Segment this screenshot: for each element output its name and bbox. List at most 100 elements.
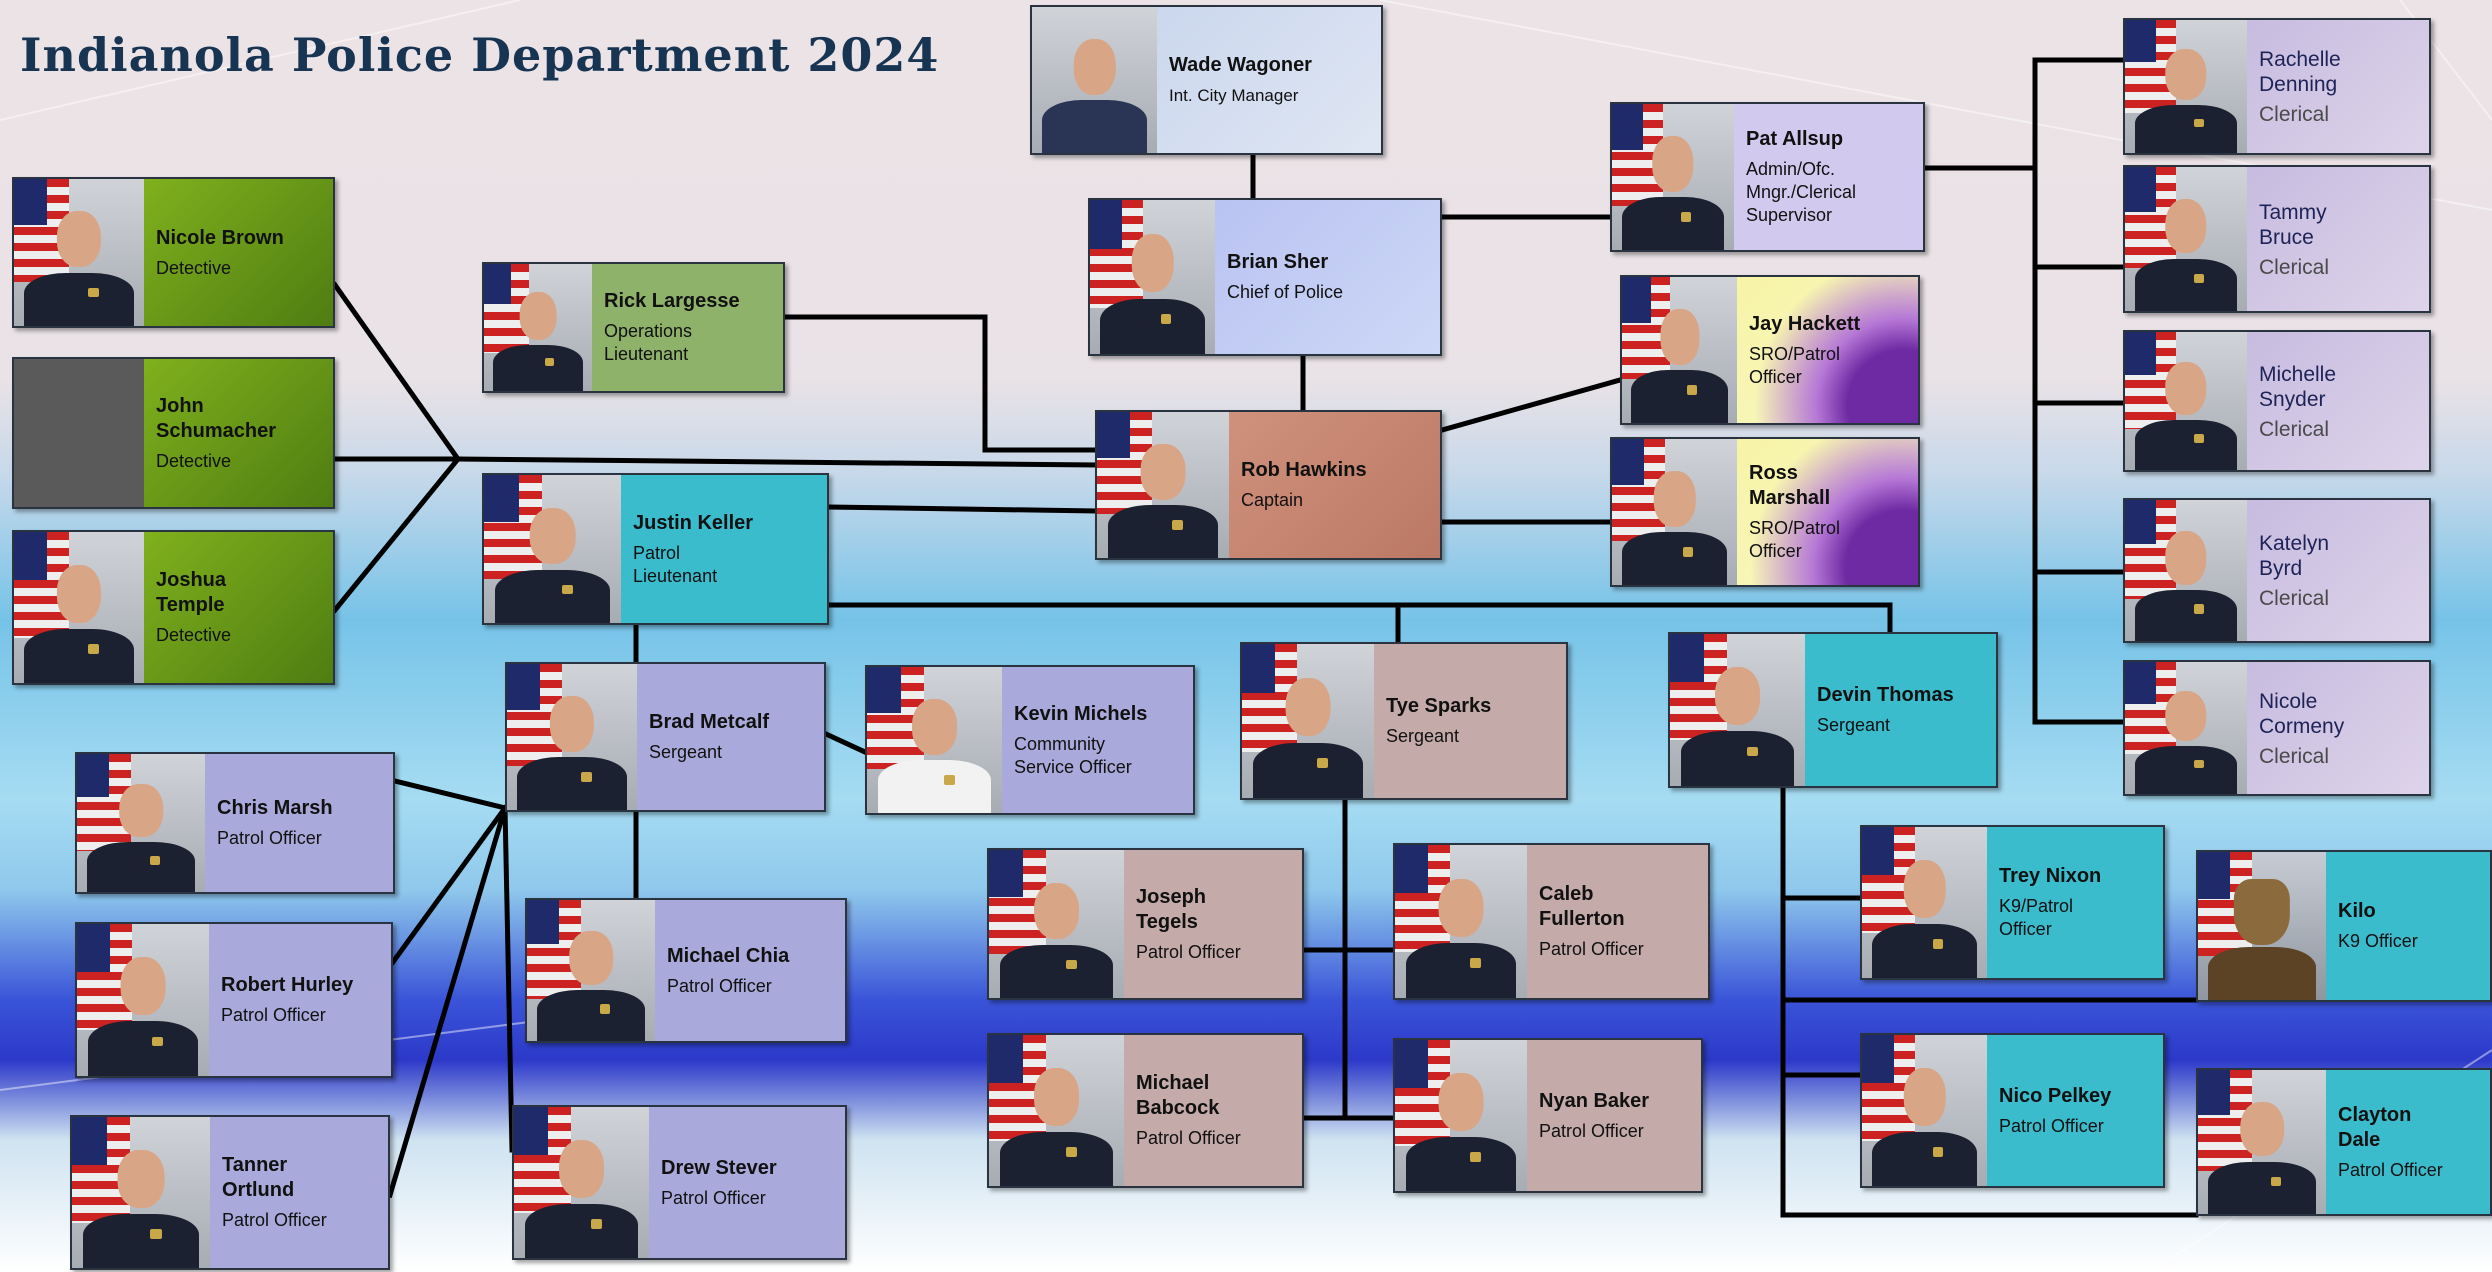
name-nicole-cormeny: Nicole Cormeny (2259, 689, 2345, 738)
role-pat-allsup: Admin/Ofc. Mngr./Clerical Supervisor (1746, 159, 1857, 225)
role-kevin-michels: Community Service Officer (1014, 733, 1132, 777)
connector (331, 455, 462, 614)
role-drew-stever: Patrol Officer (661, 1187, 766, 1208)
name-joseph-tegels: Joseph Tegels (1136, 885, 1207, 933)
role-kilo: K9 Officer (2338, 931, 2418, 951)
photo-clayton-dale (2198, 1070, 2326, 1214)
name-chris-marsh: Chris Marsh (217, 797, 333, 819)
name-drew-stever: Drew Stever (661, 1156, 777, 1179)
name-justin-keller: Justin Keller (633, 511, 754, 534)
photo-rick-largesse (484, 264, 592, 391)
role-brian-sher: Chief of Police (1227, 282, 1344, 302)
name-rob-hawkins: Rob Hawkins (1241, 459, 1367, 481)
photo-drew-stever (514, 1107, 649, 1258)
role-michelle-snyder: Clerical (2259, 417, 2330, 441)
photo-kilo (2198, 852, 2326, 1000)
name-pat-allsup: Pat Allsup (1746, 128, 1844, 150)
name-kevin-michels: Kevin Michels (1014, 702, 1148, 725)
role-rachelle-denning: Clerical (2259, 103, 2330, 126)
role-rick-largesse: Operations Lieutenant (604, 321, 693, 364)
connector (455, 456, 1098, 468)
photo-wade-wagoner (1032, 7, 1157, 153)
name-robert-hurley: Robert Hurley (221, 974, 354, 996)
photo-chris-marsh (77, 754, 205, 892)
photo-jay-hackett (1622, 277, 1737, 423)
role-trey-nixon: K9/Patrol Officer (1999, 896, 2074, 939)
name-trey-nixon: Trey Nixon (1999, 865, 2102, 887)
photo-robert-hurley (77, 924, 209, 1076)
photo-nyan-baker (1395, 1040, 1527, 1191)
role-john-schumacher: Detective (156, 450, 232, 471)
photo-devin-thomas (1670, 634, 1805, 786)
photo-nicole-cormeny (2125, 662, 2247, 794)
name-rick-largesse: Rick Largesse (604, 290, 740, 312)
connector (331, 281, 462, 463)
photo-katelyn-byrd (2125, 500, 2247, 641)
name-rachelle-denning: Rachelle Denning (2259, 48, 2341, 96)
role-justin-keller: Patrol Lieutenant (633, 542, 718, 586)
name-john-schumacher: John Schumacher (156, 394, 277, 442)
name-clayton-dale: Clayton Dale (2338, 1103, 2412, 1151)
role-chris-marsh: Patrol Officer (217, 828, 322, 848)
name-caleb-fullerton: Caleb Fullerton (1539, 883, 1625, 930)
photo-trey-nixon (1862, 827, 1987, 978)
name-michael-chia: Michael Chia (667, 944, 790, 967)
role-devin-thomas: Sergeant (1817, 715, 1891, 735)
role-rob-hawkins: Captain (1241, 490, 1304, 510)
role-michael-babcock: Patrol Officer (1136, 1128, 1241, 1148)
name-nico-pelkey: Nico Pelkey (1999, 1084, 2112, 1107)
photo-michelle-snyder (2125, 332, 2247, 470)
connector (389, 804, 509, 966)
role-joseph-tegels: Patrol Officer (1136, 941, 1241, 962)
name-brad-metcalf: Brad Metcalf (649, 711, 770, 733)
role-nicole-brown: Detective (156, 257, 232, 278)
photo-pat-allsup (1612, 104, 1734, 250)
photo-rachelle-denning (2125, 20, 2247, 153)
name-brian-sher: Brian Sher (1227, 251, 1329, 273)
connector (386, 804, 509, 1199)
role-tye-sparks: Sergeant (1386, 726, 1460, 746)
photo-brian-sher (1090, 200, 1215, 354)
role-joshua-temple: Detective (156, 625, 232, 645)
photo-tye-sparks (1242, 644, 1374, 798)
role-robert-hurley: Patrol Officer (221, 1005, 326, 1025)
photo-tammy-bruce (2125, 167, 2247, 311)
connector (826, 504, 1098, 514)
role-wade-wagoner: Int. City Manager (1169, 86, 1299, 105)
connector (822, 730, 869, 756)
role-katelyn-byrd: Clerical (2259, 587, 2330, 610)
name-nicole-brown: Nicole Brown (156, 226, 284, 249)
connector (502, 805, 515, 1153)
photo-john-schumacher (14, 359, 144, 507)
name-michelle-snyder: Michelle Snyder (2259, 362, 2337, 411)
photo-caleb-fullerton (1395, 845, 1527, 998)
name-wade-wagoner: Wade Wagoner (1169, 54, 1312, 76)
